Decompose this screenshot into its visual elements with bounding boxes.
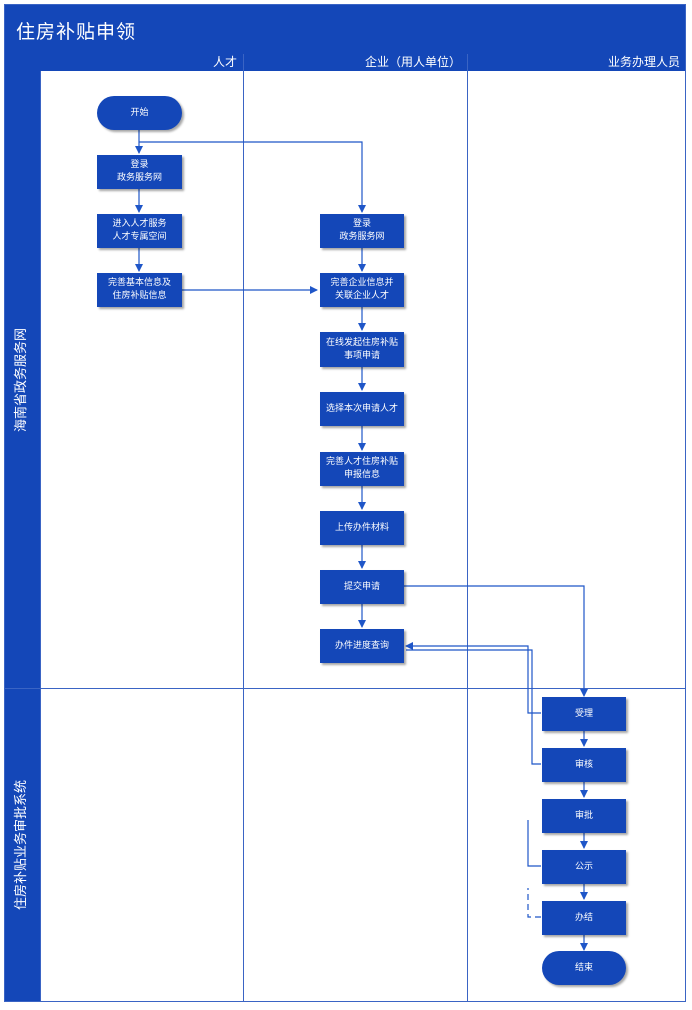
row-label-band bbox=[4, 71, 40, 1002]
enterprise-info-node[interactable]: 完善企业信息并 关联企业人才 bbox=[320, 273, 404, 307]
talent-login-node[interactable]: 登录 政务服务网 bbox=[97, 155, 182, 189]
column-header-enterprise: 企业（用人单位） bbox=[364, 55, 461, 69]
enterprise-upload-node[interactable]: 上传办件材料 bbox=[320, 511, 404, 545]
column-header-row: 人才 企业（用人单位） 业务办理人员 bbox=[4, 54, 686, 71]
approve-node[interactable]: 审批 bbox=[542, 799, 626, 833]
start-node[interactable]: 开始 bbox=[97, 96, 182, 130]
publicize-node[interactable]: 公示 bbox=[542, 850, 626, 884]
talent-info-node[interactable]: 完善基本信息及 住房补贴信息 bbox=[97, 273, 182, 307]
diagram-title: 住房补贴申领 bbox=[16, 21, 137, 43]
enterprise-login-node[interactable]: 登录 政务服务网 bbox=[320, 214, 404, 248]
end-node[interactable]: 结束 bbox=[542, 951, 626, 985]
complete-node[interactable]: 办结 bbox=[542, 901, 626, 935]
enterprise-select-node[interactable]: 选择本次申请人才 bbox=[320, 392, 404, 426]
feedback-arrows bbox=[405, 642, 541, 918]
enterprise-report-node[interactable]: 完善人才住房补贴 申报信息 bbox=[320, 452, 404, 486]
enterprise-submit-node[interactable]: 提交申请 bbox=[320, 570, 404, 604]
arrow-submit-to-accept bbox=[404, 585, 588, 697]
review-node[interactable]: 审核 bbox=[542, 748, 626, 782]
talent-space-node[interactable]: 进入人才服务 人才专属空间 bbox=[97, 214, 182, 248]
feedback-accept-to-query bbox=[405, 642, 541, 714]
lane-grid bbox=[4, 4, 686, 1002]
enterprise-query-node[interactable]: 办件进度查询 bbox=[320, 629, 404, 663]
enterprise-apply-node[interactable]: 在线发起住房补贴 事项申请 bbox=[320, 332, 404, 367]
column-header-staff: 业务办理人员 bbox=[607, 55, 680, 69]
feedback-complete bbox=[527, 888, 541, 918]
column-header-talent: 人才 bbox=[212, 55, 237, 69]
accept-node[interactable]: 受理 bbox=[542, 697, 626, 731]
title-bar: 住房补贴申领 bbox=[4, 4, 686, 54]
feedback-review-to-query bbox=[406, 649, 541, 765]
feedback-publicize bbox=[527, 820, 541, 867]
flow-arrows bbox=[135, 130, 588, 951]
arrow-start-to-enterprise-login bbox=[139, 141, 366, 213]
